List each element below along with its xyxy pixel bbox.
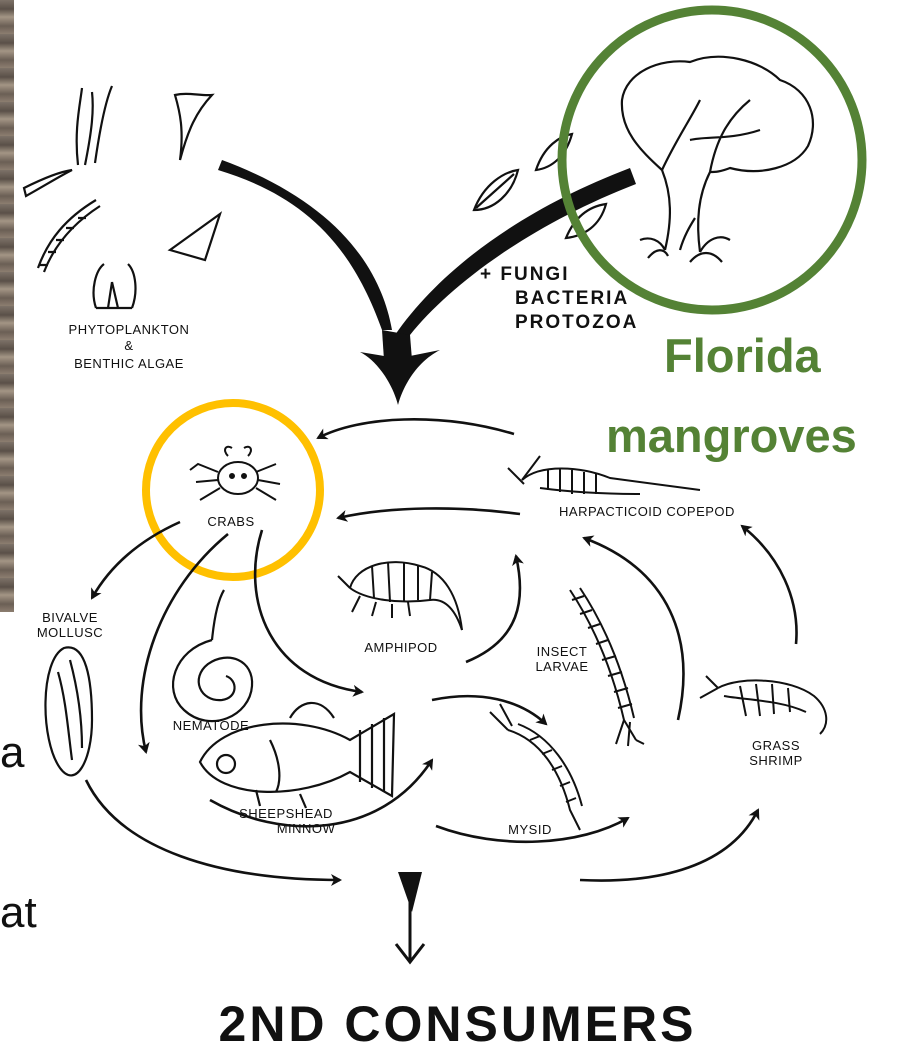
title-2nd-consumers: 2ND CONSUMERS [0, 995, 915, 1053]
label-crabs: CRABS [196, 514, 266, 529]
label-larvae: LARVAE [522, 659, 602, 674]
label-bacteria: BACTERIA [515, 288, 629, 309]
arrow-copepod-to-crabs [338, 508, 520, 518]
label-mollusc: MOLLUSC [30, 625, 110, 640]
label-benthic-algae: BENTHIC ALGAE [44, 356, 214, 371]
arrow-crabs-to-bivalve [92, 522, 180, 598]
amphipod-drawing [338, 562, 462, 630]
bivalve-drawing [45, 647, 92, 775]
arrow-shrimp-down [580, 810, 758, 881]
crab-drawing [190, 447, 280, 500]
label-phytoplankton: PHYTOPLANKTON [44, 322, 214, 337]
side-text-fragment-2: at [0, 888, 37, 938]
mangrove-tree-drawing [622, 57, 813, 262]
grass-shrimp-drawing [700, 676, 826, 734]
input-arrow [218, 160, 636, 405]
phytoplankton-drawing [24, 86, 220, 308]
label-sheepshead: SHEEPSHEAD [226, 806, 346, 821]
label-amphipod: AMPHIPOD [346, 640, 456, 655]
label-mysid: MYSID [500, 822, 560, 837]
label-harpacticoid-copepod: HARPACTICOID COPEPOD [542, 504, 752, 519]
side-text-fragment-1: a [0, 728, 24, 778]
arrow-to-crabs-top [318, 419, 514, 438]
arrow-shrimp-to-copepod [742, 526, 797, 644]
label-bivalve: BIVALVE [30, 610, 110, 625]
label-grass: GRASS [736, 738, 816, 753]
arrow-crabs-to-amphipod [255, 530, 362, 692]
label-minnow: MINNOW [256, 821, 356, 836]
annotation-mangroves: mangroves [606, 408, 857, 463]
arrow-mysid-to-copepod [584, 538, 683, 720]
mysid-drawing [490, 704, 582, 830]
label-insect: INSECT [522, 644, 602, 659]
label-nematode: NEMATODE [166, 718, 256, 733]
arrow-fish-to-mysid [432, 696, 546, 724]
label-protozoa: PROTOZOA [515, 312, 638, 333]
label-fungi: + FUNGI [480, 264, 569, 285]
annotation-florida: Florida [664, 328, 821, 383]
label-ampersand: & [44, 338, 214, 353]
nematode-drawing [173, 590, 252, 721]
arrow-amphipod-to-copepod [466, 556, 520, 662]
crab-highlight-circle [146, 403, 320, 577]
label-shrimp: SHRIMP [736, 753, 816, 768]
down-arrow [396, 872, 424, 962]
